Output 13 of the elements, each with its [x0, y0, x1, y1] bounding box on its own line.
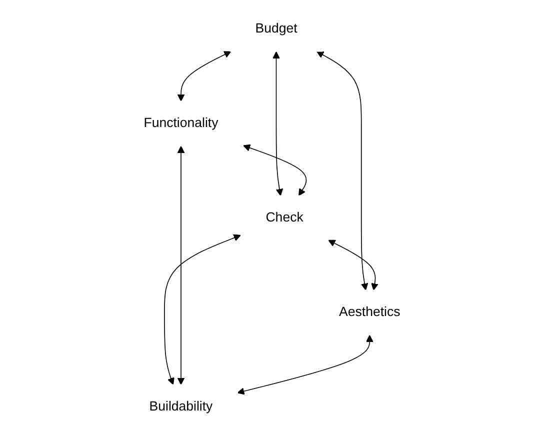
arrow: [177, 51, 232, 102]
arrow: [237, 334, 374, 395]
arrow: [316, 51, 368, 290]
node-text: Functionality: [144, 116, 218, 130]
arrow: [164, 234, 241, 385]
arrow: [328, 240, 378, 290]
arrow: [243, 144, 307, 196]
node-text: Aesthetics: [339, 305, 400, 320]
node-text: Budget: [255, 22, 298, 36]
arrow: [177, 146, 185, 385]
arrow: [272, 51, 284, 196]
node-text: Buildability: [149, 400, 213, 414]
node-text: Check: [266, 210, 304, 225]
